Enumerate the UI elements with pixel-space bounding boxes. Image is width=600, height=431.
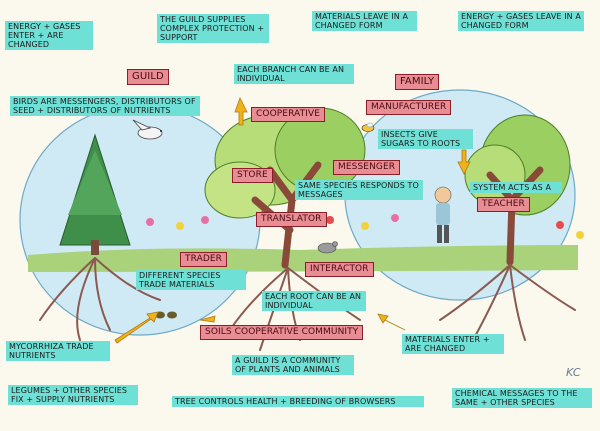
role-family: FAMILY [395,74,440,90]
label-materials-leave: MATERIALS LEAVE IN A CHANGED FORM [312,11,417,31]
arrow-soils [199,315,216,323]
insect-icon [361,122,375,132]
label-energy-enter: ENERGY + GASES ENTER + ARE CHANGED [5,21,93,50]
label-materials-enter: MATERIALS ENTER + ARE CHANGED [402,334,504,354]
label-each-branch: EACH BRANCH CAN BE AN INDIVIDUAL [234,64,354,84]
role-interactor: INTERACTOR [305,262,374,277]
arrow-up-cooperative [234,96,248,126]
role-soils: SOILS COOPERATIVE COMMUNITY [200,325,364,340]
ground [28,245,578,272]
label-each-root: EACH ROOT CAN BE AN INDIVIDUAL [262,291,366,311]
arrow-materials-enter [377,313,406,331]
label-guild-community: A GUILD IS A COMMUNITY OF PLANTS AND ANI… [232,355,354,375]
role-messenger: MESSENGER [333,160,401,175]
label-tree-controls: TREE CONTROLS HEALTH + BREEDING OF BROWS… [172,396,424,407]
role-store: STORE [232,168,273,183]
label-energy-leave: ENERGY + GASES LEAVE IN A CHANGED FORM [458,11,584,31]
role-teacher: TEACHER [477,197,530,212]
role-cooperative: COOPERATIVE [251,107,326,122]
label-insects: INSECTS GIVE SUGARS TO ROOTS [378,129,473,149]
role-manufacturer: MANUFACTURER [366,100,452,115]
mouse-icon [317,241,338,254]
label-guild-supplies: THE GUILD SUPPLIES COMPLEX PROTECTION + … [157,14,269,43]
role-system-acts: SYSTEM ACTS AS A [470,182,562,193]
role-trader: TRADER [180,252,228,267]
arrow-down-insects [457,149,471,175]
pine-tree-icon [59,133,131,255]
label-birds: BIRDS ARE MESSENGERS, DISTRIBUTORS OF SE… [10,96,200,116]
label-different-species: DIFFERENT SPECIES TRADE MATERIALS [136,270,246,290]
signature: KC [566,366,581,379]
role-translator: TRANSLATOR [256,212,327,227]
arrow-mycorrhiza [114,311,159,344]
label-chemical-messages: CHEMICAL MESSAGES TO THE SAME + OTHER SP… [452,388,592,408]
bird-icon [132,119,163,140]
label-same-species: SAME SPECIES RESPONDS TO MESSAGES [295,180,423,200]
label-legumes: LEGUMES + OTHER SPECIES FIX + SUPPLY NUT… [8,385,138,405]
role-guild: GUILD [127,69,169,85]
arrows [114,96,471,344]
flowers-icon [146,214,584,239]
person-icon [434,186,452,243]
label-mycorrhiza: MYCORRHIZA TRADE NUTRIENTS [6,341,110,361]
roots [39,257,576,351]
